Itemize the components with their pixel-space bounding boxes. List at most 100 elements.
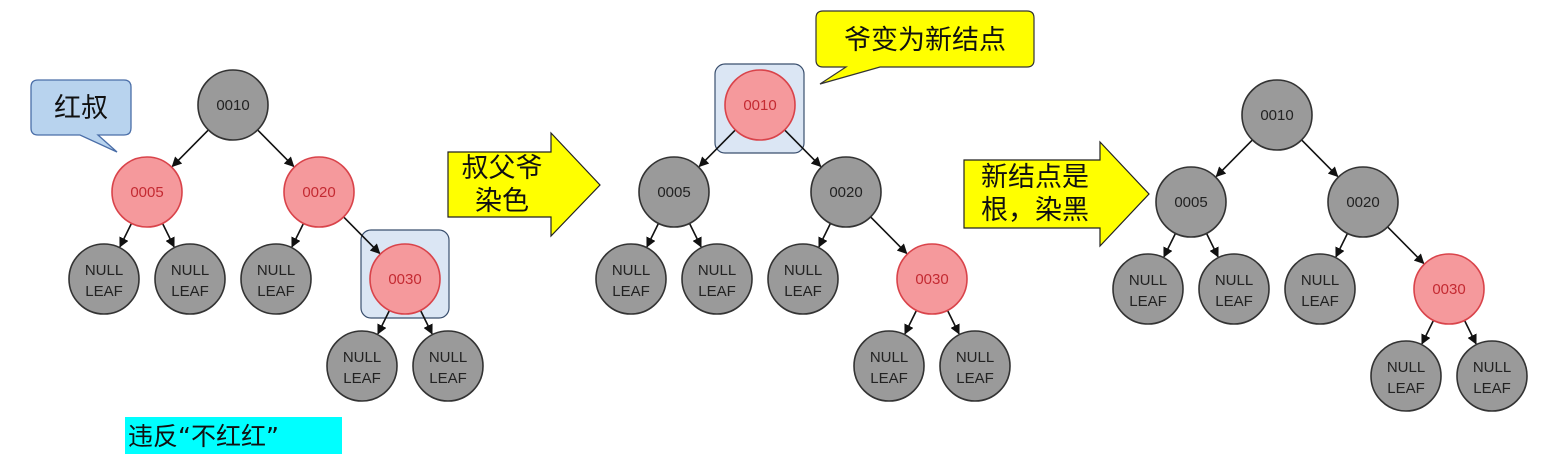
black-node-circle (638, 156, 710, 228)
null-leaf-node: NULL LEAF (154, 243, 226, 315)
null-edge (946, 310, 960, 335)
note-text: 违反“不红红” (128, 422, 279, 451)
null-leaf-node: NULL LEAF (681, 243, 753, 315)
step-label-line2: 染色 (475, 186, 529, 217)
tree-edge (1215, 139, 1253, 178)
tree-node-0020: 0020 (1327, 166, 1399, 238)
null-label-line1: NULL (343, 349, 381, 366)
tree-edge (1301, 139, 1339, 178)
node-key-label: 0010 (216, 97, 249, 114)
null-edge (1463, 320, 1477, 345)
null-label-line1: NULL (698, 262, 736, 279)
tree-edge (784, 129, 822, 168)
leaf-label-line2: LEAF (1387, 380, 1425, 397)
step-arrow-shape (963, 140, 1150, 248)
null-edge (1421, 320, 1435, 345)
tree-edge (698, 129, 736, 168)
red-node-circle (896, 243, 968, 315)
tree-edge (343, 216, 381, 255)
step-label-line1: 新结点是 (981, 162, 1089, 193)
tree-edge (171, 129, 209, 168)
leaf-label-line2: LEAF (171, 283, 209, 300)
null-edge (1335, 233, 1349, 258)
tree-edge (1387, 226, 1425, 265)
leaf-label-line2: LEAF (343, 370, 381, 387)
null-edge (904, 310, 918, 335)
null-leaf-circle (412, 330, 484, 402)
step-arrow-shape (447, 131, 601, 238)
null-leaf-node: NULL LEAF (240, 243, 312, 315)
null-leaf-circle (681, 243, 753, 315)
null-leaf-node: NULL LEAF (1456, 340, 1528, 412)
node-key-label: 0030 (1432, 281, 1465, 298)
leaf-label-line2: LEAF (1215, 293, 1253, 310)
callout-bubble (815, 10, 1035, 85)
tree-node-0005: 0005 (638, 156, 710, 228)
null-leaf-circle (939, 330, 1011, 402)
null-leaf-circle (853, 330, 925, 402)
callout-grandparent-new-node: 爷变为新结点 (815, 10, 1035, 85)
node-key-label: 0030 (915, 271, 948, 288)
null-leaf-circle (767, 243, 839, 315)
callout-red-uncle: 红叔 (30, 79, 132, 153)
null-label-line1: NULL (870, 349, 908, 366)
null-label-line1: NULL (257, 262, 295, 279)
null-edge (419, 310, 433, 335)
null-edge (119, 223, 133, 248)
red-node-circle (369, 243, 441, 315)
node-key-label: 0020 (829, 184, 862, 201)
null-label-line1: NULL (171, 262, 209, 279)
violation-note: 违反“不红红” (125, 417, 342, 454)
null-label-line1: NULL (85, 262, 123, 279)
red-node-circle (724, 69, 796, 141)
leaf-label-line2: LEAF (612, 283, 650, 300)
leaf-label-line2: LEAF (1129, 293, 1167, 310)
null-label-line1: NULL (429, 349, 467, 366)
step-label-line2: 根，染黑 (981, 195, 1089, 226)
null-leaf-circle (154, 243, 226, 315)
node-key-label: 0010 (743, 97, 776, 114)
red-node-circle (111, 156, 183, 228)
tree-node-0010: 0010 (197, 69, 269, 141)
null-leaf-circle (1370, 340, 1442, 412)
node-key-label: 0005 (1174, 194, 1207, 211)
black-node-circle (197, 69, 269, 141)
null-edge (646, 223, 660, 248)
callout-bubble (30, 79, 132, 153)
leaf-label-line2: LEAF (1473, 380, 1511, 397)
leaf-label-line2: LEAF (870, 370, 908, 387)
tree-edge (257, 129, 295, 168)
null-edge (1163, 233, 1177, 258)
null-leaf-node: NULL LEAF (326, 330, 398, 402)
null-leaf-circle (326, 330, 398, 402)
leaf-label-line2: LEAF (956, 370, 994, 387)
node-key-label: 0020 (302, 184, 335, 201)
null-leaf-circle (595, 243, 667, 315)
tree-node-0005: 0005 (111, 156, 183, 228)
callout-text: 红叔 (54, 93, 108, 124)
leaf-label-line2: LEAF (698, 283, 736, 300)
tree-node-0020: 0020 (283, 156, 355, 228)
black-node-circle (810, 156, 882, 228)
null-leaf-node: NULL LEAF (1112, 253, 1184, 325)
step-label-line1: 叔父爷 (462, 153, 543, 184)
null-label-line1: NULL (784, 262, 822, 279)
null-label-line1: NULL (1473, 359, 1511, 376)
black-node-circle (1327, 166, 1399, 238)
null-leaf-circle (1456, 340, 1528, 412)
callout-text: 爷变为新结点 (844, 25, 1006, 56)
null-edge (161, 223, 175, 248)
leaf-label-line2: LEAF (257, 283, 295, 300)
null-edge (291, 223, 305, 248)
leaf-label-line2: LEAF (1301, 293, 1339, 310)
null-label-line1: NULL (612, 262, 650, 279)
null-label-line1: NULL (1129, 272, 1167, 289)
null-edge (377, 310, 391, 335)
